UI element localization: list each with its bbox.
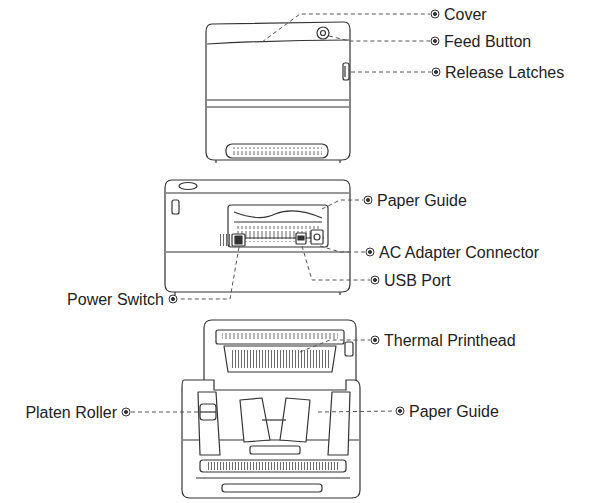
printer-front [206,22,350,163]
part-label: Thermal Printhead [384,331,516,350]
printer-open [182,320,360,498]
part-label: Cover [444,5,487,24]
part-label: Paper Guide [409,402,499,421]
part-label: Release Latches [445,63,564,82]
part-label: Feed Button [444,32,531,51]
part-label: Platen Roller [25,403,117,422]
leader-lines [131,14,431,412]
callout-markers [122,10,440,416]
printer-rear [165,180,350,295]
part-label: Power Switch [67,290,164,309]
part-label: Paper Guide [377,191,467,210]
part-label: USB Port [384,271,451,290]
part-label: AC Adapter Connector [379,243,539,262]
